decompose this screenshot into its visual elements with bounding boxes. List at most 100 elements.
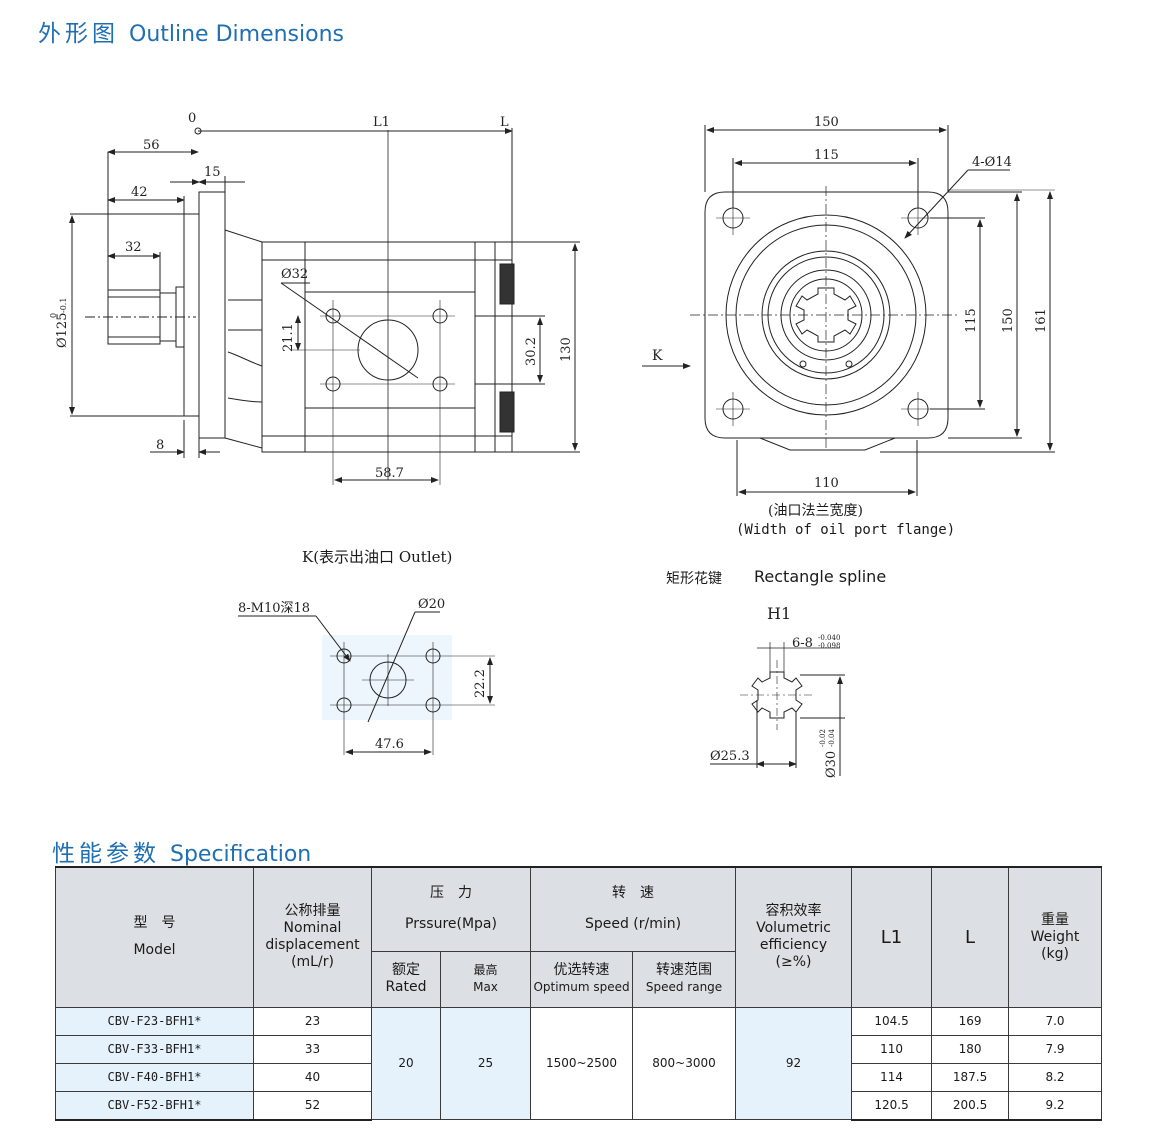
cell-model: CBV-F33-BFH1* [55,1034,254,1064]
th-model-en: Model [133,942,176,959]
dim-150-v: 150 [1001,308,1016,333]
th-disp-en1: Nominal [283,920,342,937]
spline-h1: H1 [767,604,791,623]
cell-model: CBV-F23-BFH1* [55,1006,254,1036]
th-max-cn: 最高 [473,963,498,977]
table-row: CBV-F52-BFH1* 52 120.5 200.5 9.2 [55,1090,1103,1121]
spec-title-en: Specification [170,842,312,867]
dim-spline-spec-dn: -0.098 [818,642,840,650]
cell-model: CBV-F52-BFH1* [55,1090,254,1121]
cell-vol-eff: 92 [735,1006,853,1120]
dim-8: 8 [156,438,164,453]
th-l: L [931,866,1010,1008]
th-disp: 公称排量 Nominal displacement (mL/r) [253,866,372,1008]
dim-32: 32 [125,240,142,255]
dim-dia20: Ø20 [418,597,445,612]
cell-l: 169 [931,1006,1010,1036]
dim-30-2: 30.2 [524,337,539,366]
cell-optimum: 1500~2500 [530,1006,634,1120]
cell-l1: 120.5 [851,1090,933,1121]
th-weight-en: Weight [1030,928,1080,945]
table-row: CBV-F40-BFH1* 40 114 187.5 8.2 [55,1062,1103,1092]
dim-dia30-dn: -0.04 [828,729,836,747]
dim-dia30-up: -0.02 [819,729,827,747]
flange-caption-cn: (油口法兰宽度) [768,503,863,519]
cell-weight: 9.2 [1008,1090,1103,1121]
dim-l1: L1 [373,115,390,130]
dim-56: 56 [143,138,160,153]
table-row: CBV-F23-BFH1* 23 20 25 1500~2500 800~300… [55,1006,1103,1120]
th-vol-en2: efficiency [759,937,828,954]
front-view [69,127,580,485]
cell-l1: 110 [851,1034,933,1064]
cell-weight: 8.2 [1008,1062,1103,1092]
spline-caption-en: Rectangle spline [754,567,887,586]
th-disp-cn: 公称排量 [284,903,341,920]
th-range-cn: 转速范围 [656,962,713,978]
th-optimum: 优选转速 Optimum speed [530,950,634,1008]
port-caption: K(表示出油口 Outlet) [302,548,453,566]
dim-threads: 8-M10深18 [238,601,310,616]
th-weight: 重量 Weight (kg) [1008,866,1103,1008]
front-view-labels: 0 L1 L 56 15 42 32 8 Ø32 21.1 30.2 130 5… [49,111,574,481]
port-view [238,611,495,755]
side-view-labels: 150 115 4-Ø14 115 150 161 110 K [652,115,1049,491]
th-range: 转速范围 Speed range [632,950,737,1008]
dim-22-2: 22.2 [473,669,488,698]
th-optimum-cn: 优选转速 [553,962,610,978]
dim-holes: 4-Ø14 [972,155,1012,170]
spline-view-labels: H1 6-8 -0.040 -0.098 Ø25.3 Ø30 -0.02 -0.… [710,604,840,778]
th-speed-en: Speed (r/min) [584,916,682,933]
dim-21-1: 21.1 [281,323,296,352]
th-rated: 额定 Rated [371,950,441,1008]
technical-drawing: 0 L1 L 56 15 42 32 8 Ø32 21.1 30.2 130 5… [49,111,1055,778]
spec-table: 型 号 Model 公称排量 Nominal displacement (mL/… [55,866,1103,1121]
th-l1: L1 [851,866,933,1008]
th-pressure: 压 力 Prssure(Mpa) [370,866,532,952]
cell-disp: 23 [253,1006,372,1036]
dim-l: L [500,115,509,130]
cell-l1: 104.5 [851,1006,933,1036]
dim-115-v: 115 [964,308,979,333]
dim-spline-spec-up: -0.040 [818,634,840,642]
dim-47-6: 47.6 [375,737,404,752]
cell-disp: 40 [253,1062,372,1092]
th-speed: 转 速 Speed (r/min) [530,866,737,952]
dim-161: 161 [1034,308,1049,333]
cell-rated: 20 [371,1006,441,1120]
dim-15: 15 [204,165,221,180]
dim-spline-spec: 6-8 [792,636,813,651]
th-optimum-en: Optimum speed [533,980,630,994]
dim-dia25: Ø25.3 [710,749,750,764]
dim-dia30: Ø30 [824,751,839,778]
th-vol-unit: (≥%) [775,954,812,971]
cell-weight: 7.9 [1008,1034,1103,1064]
cell-l1: 114 [851,1062,933,1092]
cell-l: 180 [931,1034,1010,1064]
th-vol-en1: Volumetric [756,920,831,937]
th-vol: 容积效率 Volumetric efficiency (≥%) [735,866,853,1008]
dim-dia125-tol-up: 0 [49,313,58,318]
spline-caption-cn: 矩形花键 [666,571,722,587]
cell-range: 800~3000 [632,1006,737,1120]
dim-110: 110 [814,476,839,491]
spec-title: 性能参数 Specification [52,834,311,868]
dim-origin: 0 [188,111,196,126]
dim-dia125: Ø125 [55,313,70,348]
cell-l: 200.5 [931,1090,1010,1121]
cell-disp: 52 [253,1090,372,1121]
th-range-en: Speed range [645,980,723,994]
th-max: 最高 Max [439,950,532,1008]
th-weight-cn: 重量 [1041,911,1070,928]
spec-title-cn: 性能参数 [52,841,160,867]
cell-disp: 33 [253,1034,372,1064]
th-disp-unit: (mL/r) [291,954,334,971]
cell-l: 187.5 [931,1062,1010,1092]
dim-42: 42 [131,185,148,200]
th-max-en: Max [473,980,498,994]
flange-caption-en: (Width of oil port flange) [736,522,956,538]
cell-model: CBV-F40-BFH1* [55,1062,254,1092]
dim-115-top: 115 [814,148,839,163]
dim-dia125-tol-dn: -0.1 [59,298,68,313]
